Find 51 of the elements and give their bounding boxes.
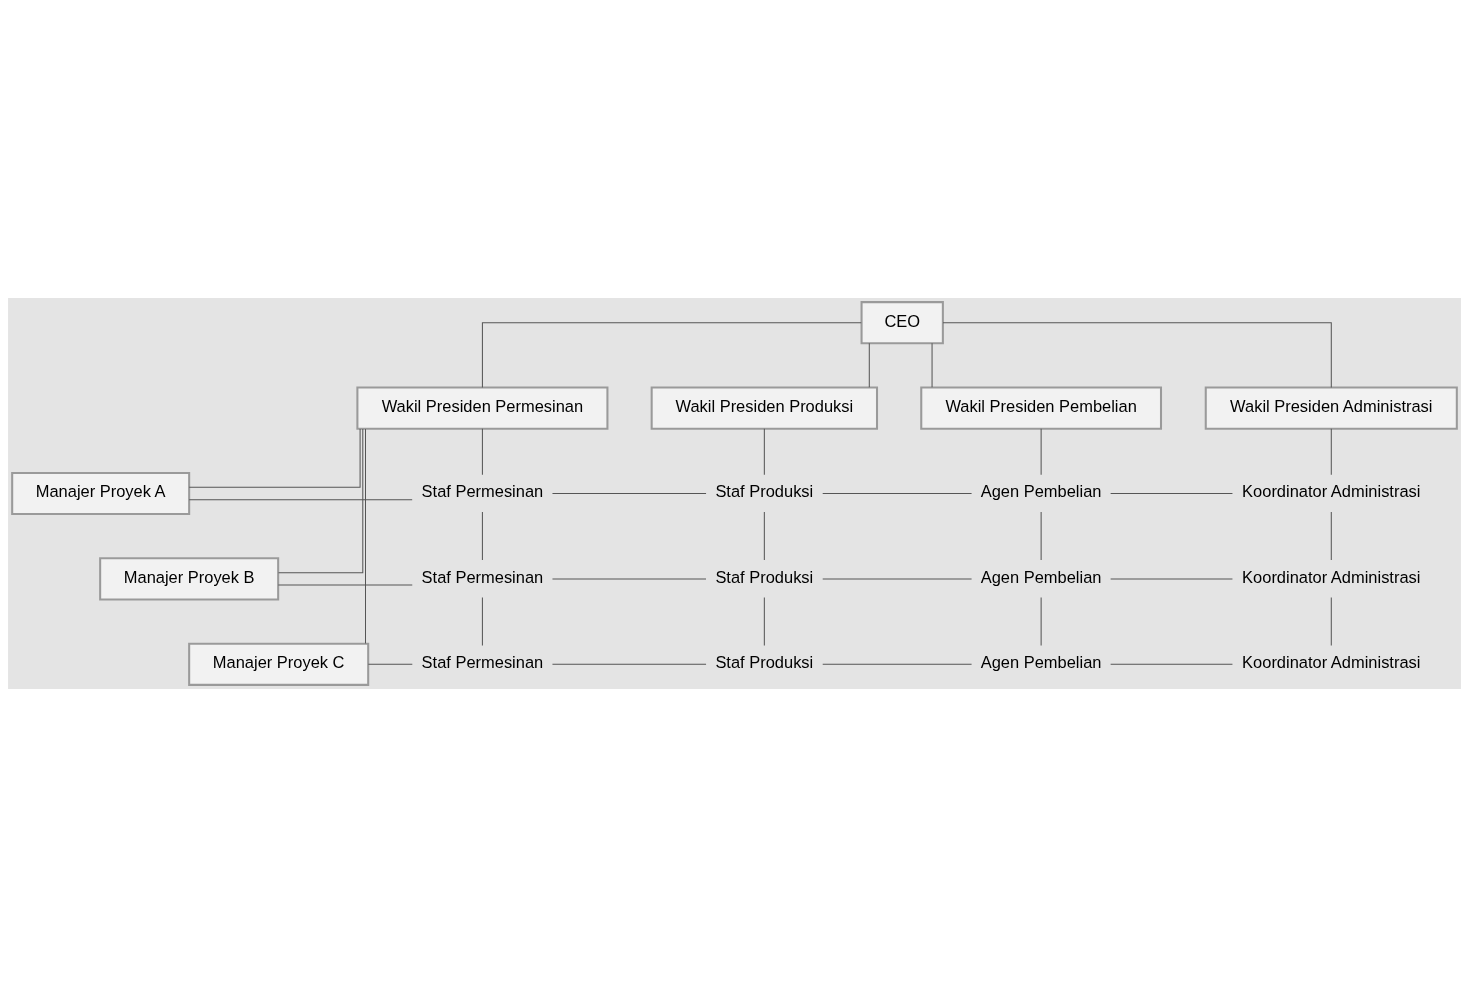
connector — [1040, 511, 1042, 561]
connector — [822, 663, 973, 665]
connector — [931, 342, 933, 388]
node-box: Wakil Presiden Administrasi — [1204, 386, 1458, 430]
connector — [365, 428, 366, 644]
node-box: Wakil Presiden Produksi — [650, 386, 879, 430]
node-box: Manajer Proyek B — [99, 557, 280, 601]
node-text: Agen Pembelian — [980, 653, 1102, 672]
connector — [188, 428, 361, 488]
connector — [188, 499, 413, 501]
node-text: Agen Pembelian — [980, 567, 1102, 586]
node-box: Wakil Presiden Permesinan — [356, 386, 609, 430]
connector — [1040, 428, 1042, 476]
node-text: Agen Pembelian — [980, 482, 1102, 501]
connector — [1330, 511, 1332, 561]
connector — [868, 342, 870, 388]
connector — [551, 578, 707, 580]
connector — [822, 578, 973, 580]
node-text: Staf Produksi — [715, 653, 814, 672]
node-text: Staf Produksi — [715, 482, 814, 501]
connector — [942, 322, 1332, 388]
node-box: Wakil Presiden Pembelian — [920, 386, 1163, 430]
connector — [1330, 428, 1332, 476]
connector — [551, 493, 707, 494]
connector — [551, 663, 707, 665]
connector — [1110, 578, 1233, 580]
connector — [822, 493, 973, 494]
node-box: CEO — [860, 301, 944, 345]
node-box: Manajer Proyek C — [188, 642, 370, 686]
connector — [1040, 596, 1042, 647]
node-text: Koordinator Administrasi — [1242, 653, 1421, 672]
connector — [481, 428, 483, 476]
connector — [763, 511, 765, 561]
node-text: Staf Permesinan — [421, 567, 544, 586]
node-text: Staf Permesinan — [421, 482, 544, 501]
node-text: Koordinator Administrasi — [1242, 567, 1421, 586]
connector — [367, 663, 413, 665]
connector — [1110, 663, 1233, 665]
connector — [1110, 493, 1233, 494]
connector — [481, 322, 862, 388]
connector — [278, 428, 364, 574]
connector — [277, 584, 413, 586]
connector — [763, 428, 765, 476]
node-text: Koordinator Administrasi — [1242, 482, 1421, 501]
connector — [1330, 596, 1332, 647]
connector — [481, 511, 483, 561]
node-text: Staf Produksi — [715, 567, 814, 586]
node-text: Staf Permesinan — [421, 653, 544, 672]
node-box: Manajer Proyek A — [11, 471, 191, 516]
connector — [763, 596, 765, 647]
connector — [481, 596, 483, 647]
